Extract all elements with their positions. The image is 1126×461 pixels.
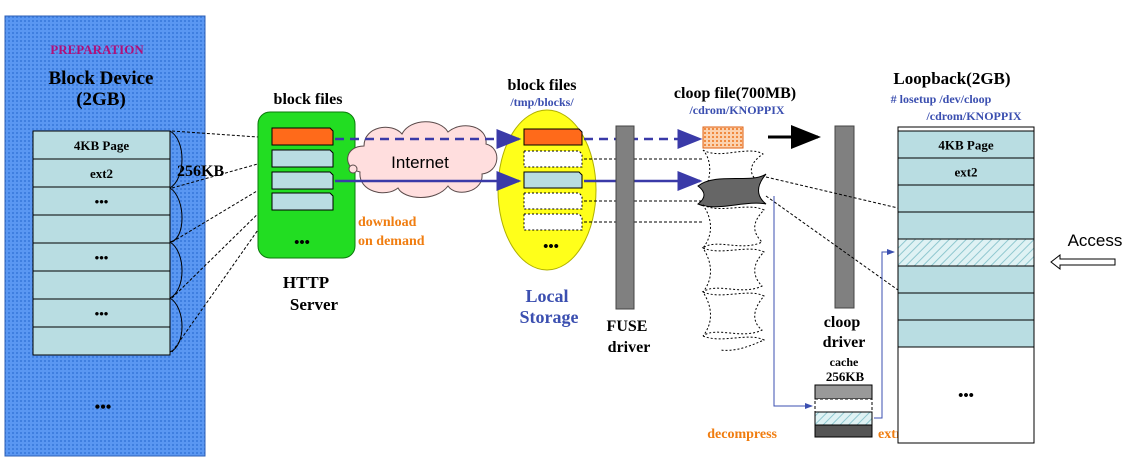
loopback-row <box>897 130 1035 159</box>
block-device-row <box>32 214 171 244</box>
cloop-to-loopback-lines <box>765 176 899 291</box>
losetup-command: # losetup /dev/cloop <box>891 92 992 106</box>
local-block-5 <box>523 213 583 231</box>
fuse-label-line2: driver <box>608 339 651 356</box>
local-block-2 <box>523 150 583 168</box>
block-device-row <box>32 326 171 356</box>
block-device-row-label: ext2 <box>90 166 113 181</box>
block-device-row-label: ••• <box>95 250 109 265</box>
http-block-4 <box>271 192 334 211</box>
http-block-2 <box>271 149 334 168</box>
access-label: Access <box>1068 231 1123 250</box>
local-block-files-title: block files <box>508 77 577 94</box>
losetup-path: /cdrom/KNOPPIX <box>925 109 1021 123</box>
chunk-to-block-lines <box>171 130 273 353</box>
local-block-4 <box>523 192 583 210</box>
local-storage: block files /tmp/blocks/ ••• Local Stora… <box>497 77 597 327</box>
preparation-panel: PREPARATION Block Device (2GB) 4KB Page e… <box>4 15 206 457</box>
internet-cloud: Internet <box>347 121 498 198</box>
download-line2: on demand <box>358 234 425 249</box>
cloop-file-title: cloop file(700MB) <box>674 85 796 102</box>
local-path: /tmp/blocks/ <box>509 95 574 109</box>
cloop-file-path: /cdrom/KNOPPIX <box>688 103 784 117</box>
local-label-line1: Local <box>526 286 569 306</box>
loopback-row-label: ext2 <box>954 165 977 180</box>
loopback-title: Loopback(2GB) <box>893 69 1010 88</box>
local-to-cloop-dashes <box>584 158 703 223</box>
loopback-row <box>897 265 1035 294</box>
loopback-row <box>897 238 1035 267</box>
block-device-row-label: ••• <box>95 194 109 209</box>
http-block-3 <box>271 171 334 190</box>
access-arrow <box>1050 253 1116 271</box>
block-device-row <box>32 130 171 160</box>
block-device-row <box>32 270 171 300</box>
chunk-size-label: 256KB <box>177 163 224 180</box>
block-device-title: Block Device <box>48 68 153 89</box>
cache-label-line1: cache <box>830 355 859 369</box>
loopback-row <box>897 184 1035 213</box>
http-ellipsis: ••• <box>294 235 310 251</box>
loopback-row-label: 4KB Page <box>938 138 993 153</box>
chunk-braces <box>169 130 183 353</box>
block-device-ellipsis: ••• <box>95 399 112 416</box>
loopback-row <box>897 319 1035 348</box>
preparation-title: PREPARATION <box>50 42 144 57</box>
cloop-driver-line2: driver <box>823 334 866 351</box>
local-label-line2: Storage <box>520 307 579 327</box>
download-arrows <box>335 129 703 191</box>
block-device-rows: 4KB Page ext2 ••• ••• ••• <box>32 130 171 356</box>
decompress-extract-arrows <box>773 196 895 419</box>
download-line1: download <box>358 215 417 230</box>
fuse-driver: FUSE driver <box>607 125 651 356</box>
cloop-block-active <box>697 173 767 208</box>
block-device-row-label: ••• <box>95 306 109 321</box>
loopback-rows: 4KB Page ext2 <box>897 130 1035 348</box>
local-block-3 <box>523 171 583 189</box>
block-device-row-label: 4KB Page <box>74 138 129 153</box>
http-block-1 <box>271 127 334 146</box>
internet-label: Internet <box>391 153 449 172</box>
cache: cache 256KB decompress extract <box>707 355 920 442</box>
http-server: block files ••• HTTP Server <box>257 91 356 314</box>
block-device-row <box>32 158 171 188</box>
fuse-label-line1: FUSE <box>607 318 648 335</box>
local-ellipsis: ••• <box>543 239 559 255</box>
http-label-line1: HTTP <box>283 273 329 292</box>
loopback: Loopback(2GB) # losetup /dev/cloop /cdro… <box>891 69 1035 444</box>
loopback-row <box>897 211 1035 240</box>
cloop-driver: cloop driver <box>823 125 866 351</box>
block-device-size: (2GB) <box>76 89 126 110</box>
http-label-line2: Server <box>290 295 339 314</box>
cache-label-line2: 256KB <box>826 369 865 384</box>
loopback-row <box>897 292 1035 321</box>
cloop-driver-line1: cloop <box>824 314 861 331</box>
http-block-files-title: block files <box>274 91 343 108</box>
cloop-file: cloop file(700MB) /cdrom/KNOPPIX <box>674 85 796 351</box>
block-device-row <box>32 298 171 328</box>
cloop-block-highlight <box>702 126 744 149</box>
loopback-ellipsis: ••• <box>958 388 974 404</box>
local-block-1 <box>523 128 583 146</box>
block-device-row <box>32 186 171 216</box>
decompress-label: decompress <box>707 427 777 442</box>
